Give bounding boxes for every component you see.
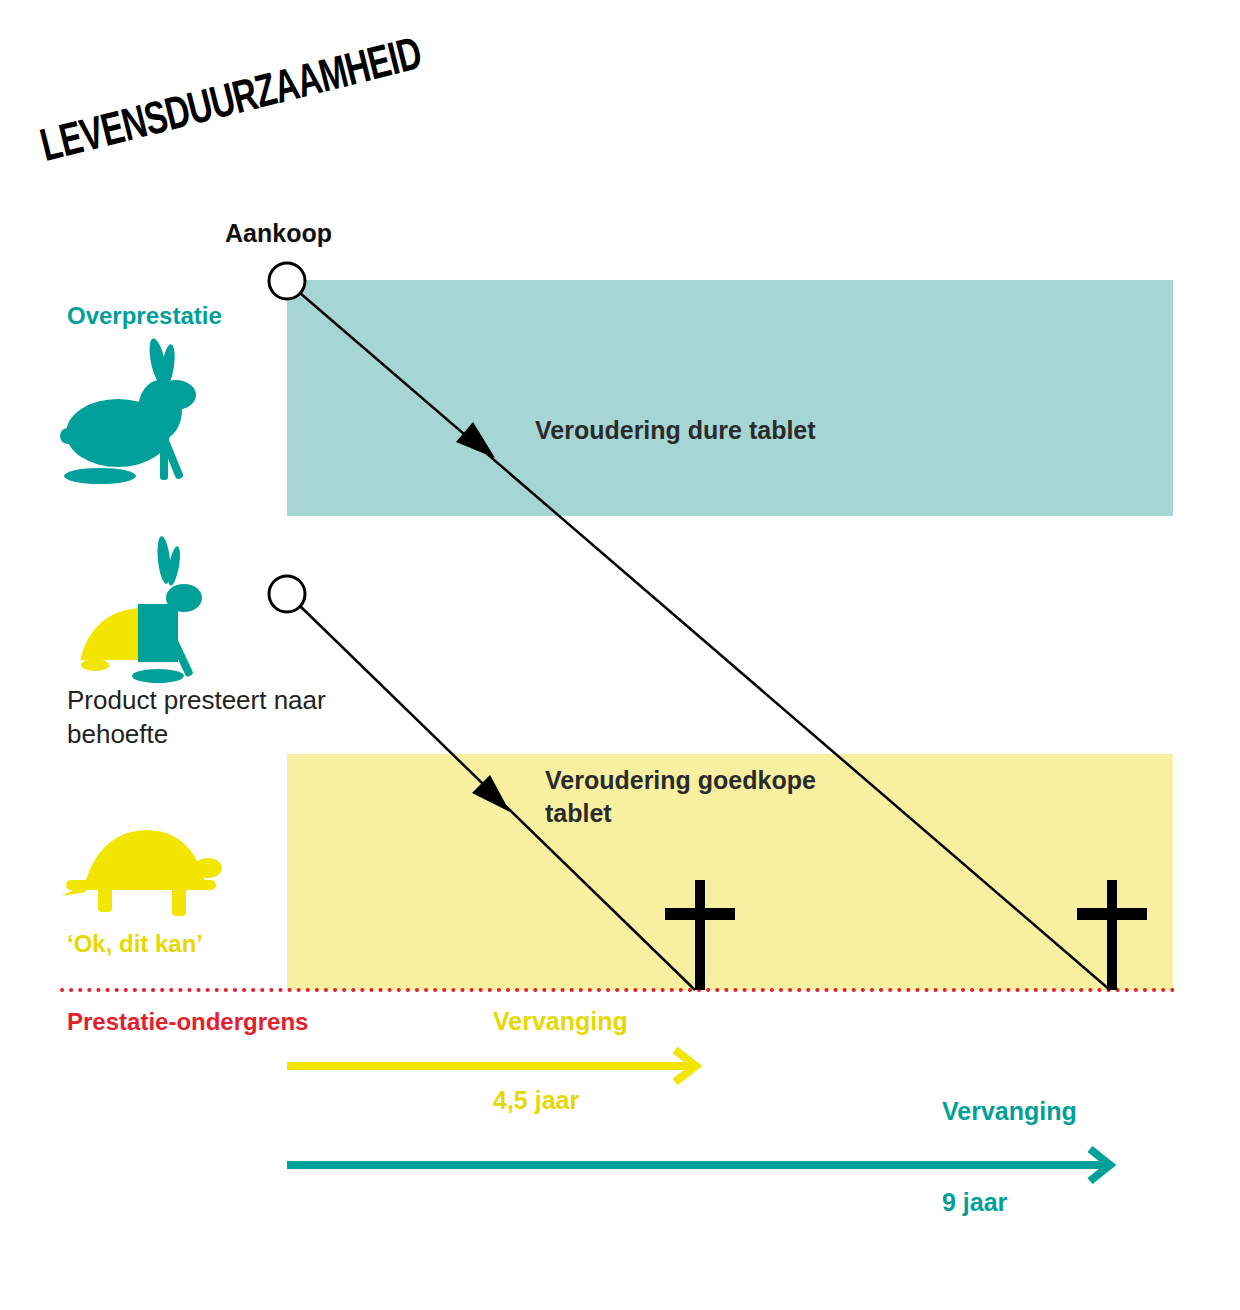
tortoise-leg bbox=[98, 886, 112, 912]
circle-shape bbox=[269, 263, 305, 299]
performance-band: Veroudering dure tablet bbox=[287, 280, 1173, 516]
circle-outline bbox=[269, 263, 305, 299]
aging-label: Veroudering dure tablet bbox=[535, 414, 855, 447]
tortoise-shell bbox=[84, 830, 206, 886]
arrowhead bbox=[456, 422, 495, 458]
purchase-circle bbox=[269, 576, 305, 612]
aging-line-expensive bbox=[300, 293, 1110, 990]
performance-band: Veroudering goedkope tablet bbox=[287, 754, 1173, 990]
duration-label: 9 jaar bbox=[942, 1186, 1142, 1219]
replacement-label: Vervanging bbox=[493, 1005, 713, 1038]
hare-ear bbox=[159, 343, 177, 388]
cross-bar bbox=[665, 908, 735, 920]
hare-ear bbox=[166, 545, 183, 586]
hare-foot bbox=[64, 468, 136, 484]
hare-head bbox=[166, 584, 202, 612]
purchase-label: Aankoop bbox=[225, 217, 425, 250]
arrow-head bbox=[1090, 1149, 1110, 1181]
cross-symbol bbox=[1077, 880, 1147, 990]
aging-line-cheap bbox=[300, 606, 695, 990]
duration-label: 4,5 jaar bbox=[493, 1084, 693, 1117]
aging-label: Veroudering goedkope tablet bbox=[545, 764, 865, 829]
arrow-head bbox=[675, 1050, 696, 1082]
replacement-arrow bbox=[287, 1050, 696, 1082]
hare-icon bbox=[60, 337, 196, 484]
hybrid-icon bbox=[80, 536, 202, 683]
hare-foot bbox=[132, 669, 184, 683]
hare-leg bbox=[160, 436, 184, 480]
cross-bar bbox=[695, 880, 705, 990]
row-label: Overprestatie bbox=[67, 300, 287, 331]
replacement-arrow bbox=[287, 1149, 1110, 1181]
arrowhead bbox=[472, 775, 510, 812]
adequate-band bbox=[287, 754, 1173, 990]
lower-limit-line bbox=[62, 988, 1180, 992]
replacement-label: Vervanging bbox=[942, 1095, 1162, 1128]
cross-symbol bbox=[665, 880, 735, 990]
cross-bar bbox=[1107, 880, 1117, 990]
overperformance-band bbox=[287, 280, 1173, 516]
arrow-shaft bbox=[287, 1161, 1106, 1169]
arrow-shaft bbox=[287, 1062, 692, 1070]
limit-label: Prestatie-ondergrens bbox=[67, 1006, 407, 1037]
tortoise-rim bbox=[66, 880, 216, 890]
tortoise-head bbox=[194, 858, 222, 878]
tortoise-foot bbox=[81, 659, 109, 671]
purchase-circle: Aankoop bbox=[269, 263, 305, 299]
tortoise-icon bbox=[62, 830, 222, 916]
tortoise-leg bbox=[172, 886, 186, 916]
diagram-title: LEVENSDUURZAAMHEID bbox=[35, 25, 426, 172]
tortoise-shell-half bbox=[80, 608, 138, 660]
tortoise-tail bbox=[62, 884, 86, 896]
cross-bar bbox=[1077, 908, 1147, 920]
row-label: ‘Ok, dit kan’ bbox=[67, 928, 287, 959]
hare-tail bbox=[60, 428, 76, 444]
row-label: Product presteert naar behoefte bbox=[67, 684, 329, 752]
